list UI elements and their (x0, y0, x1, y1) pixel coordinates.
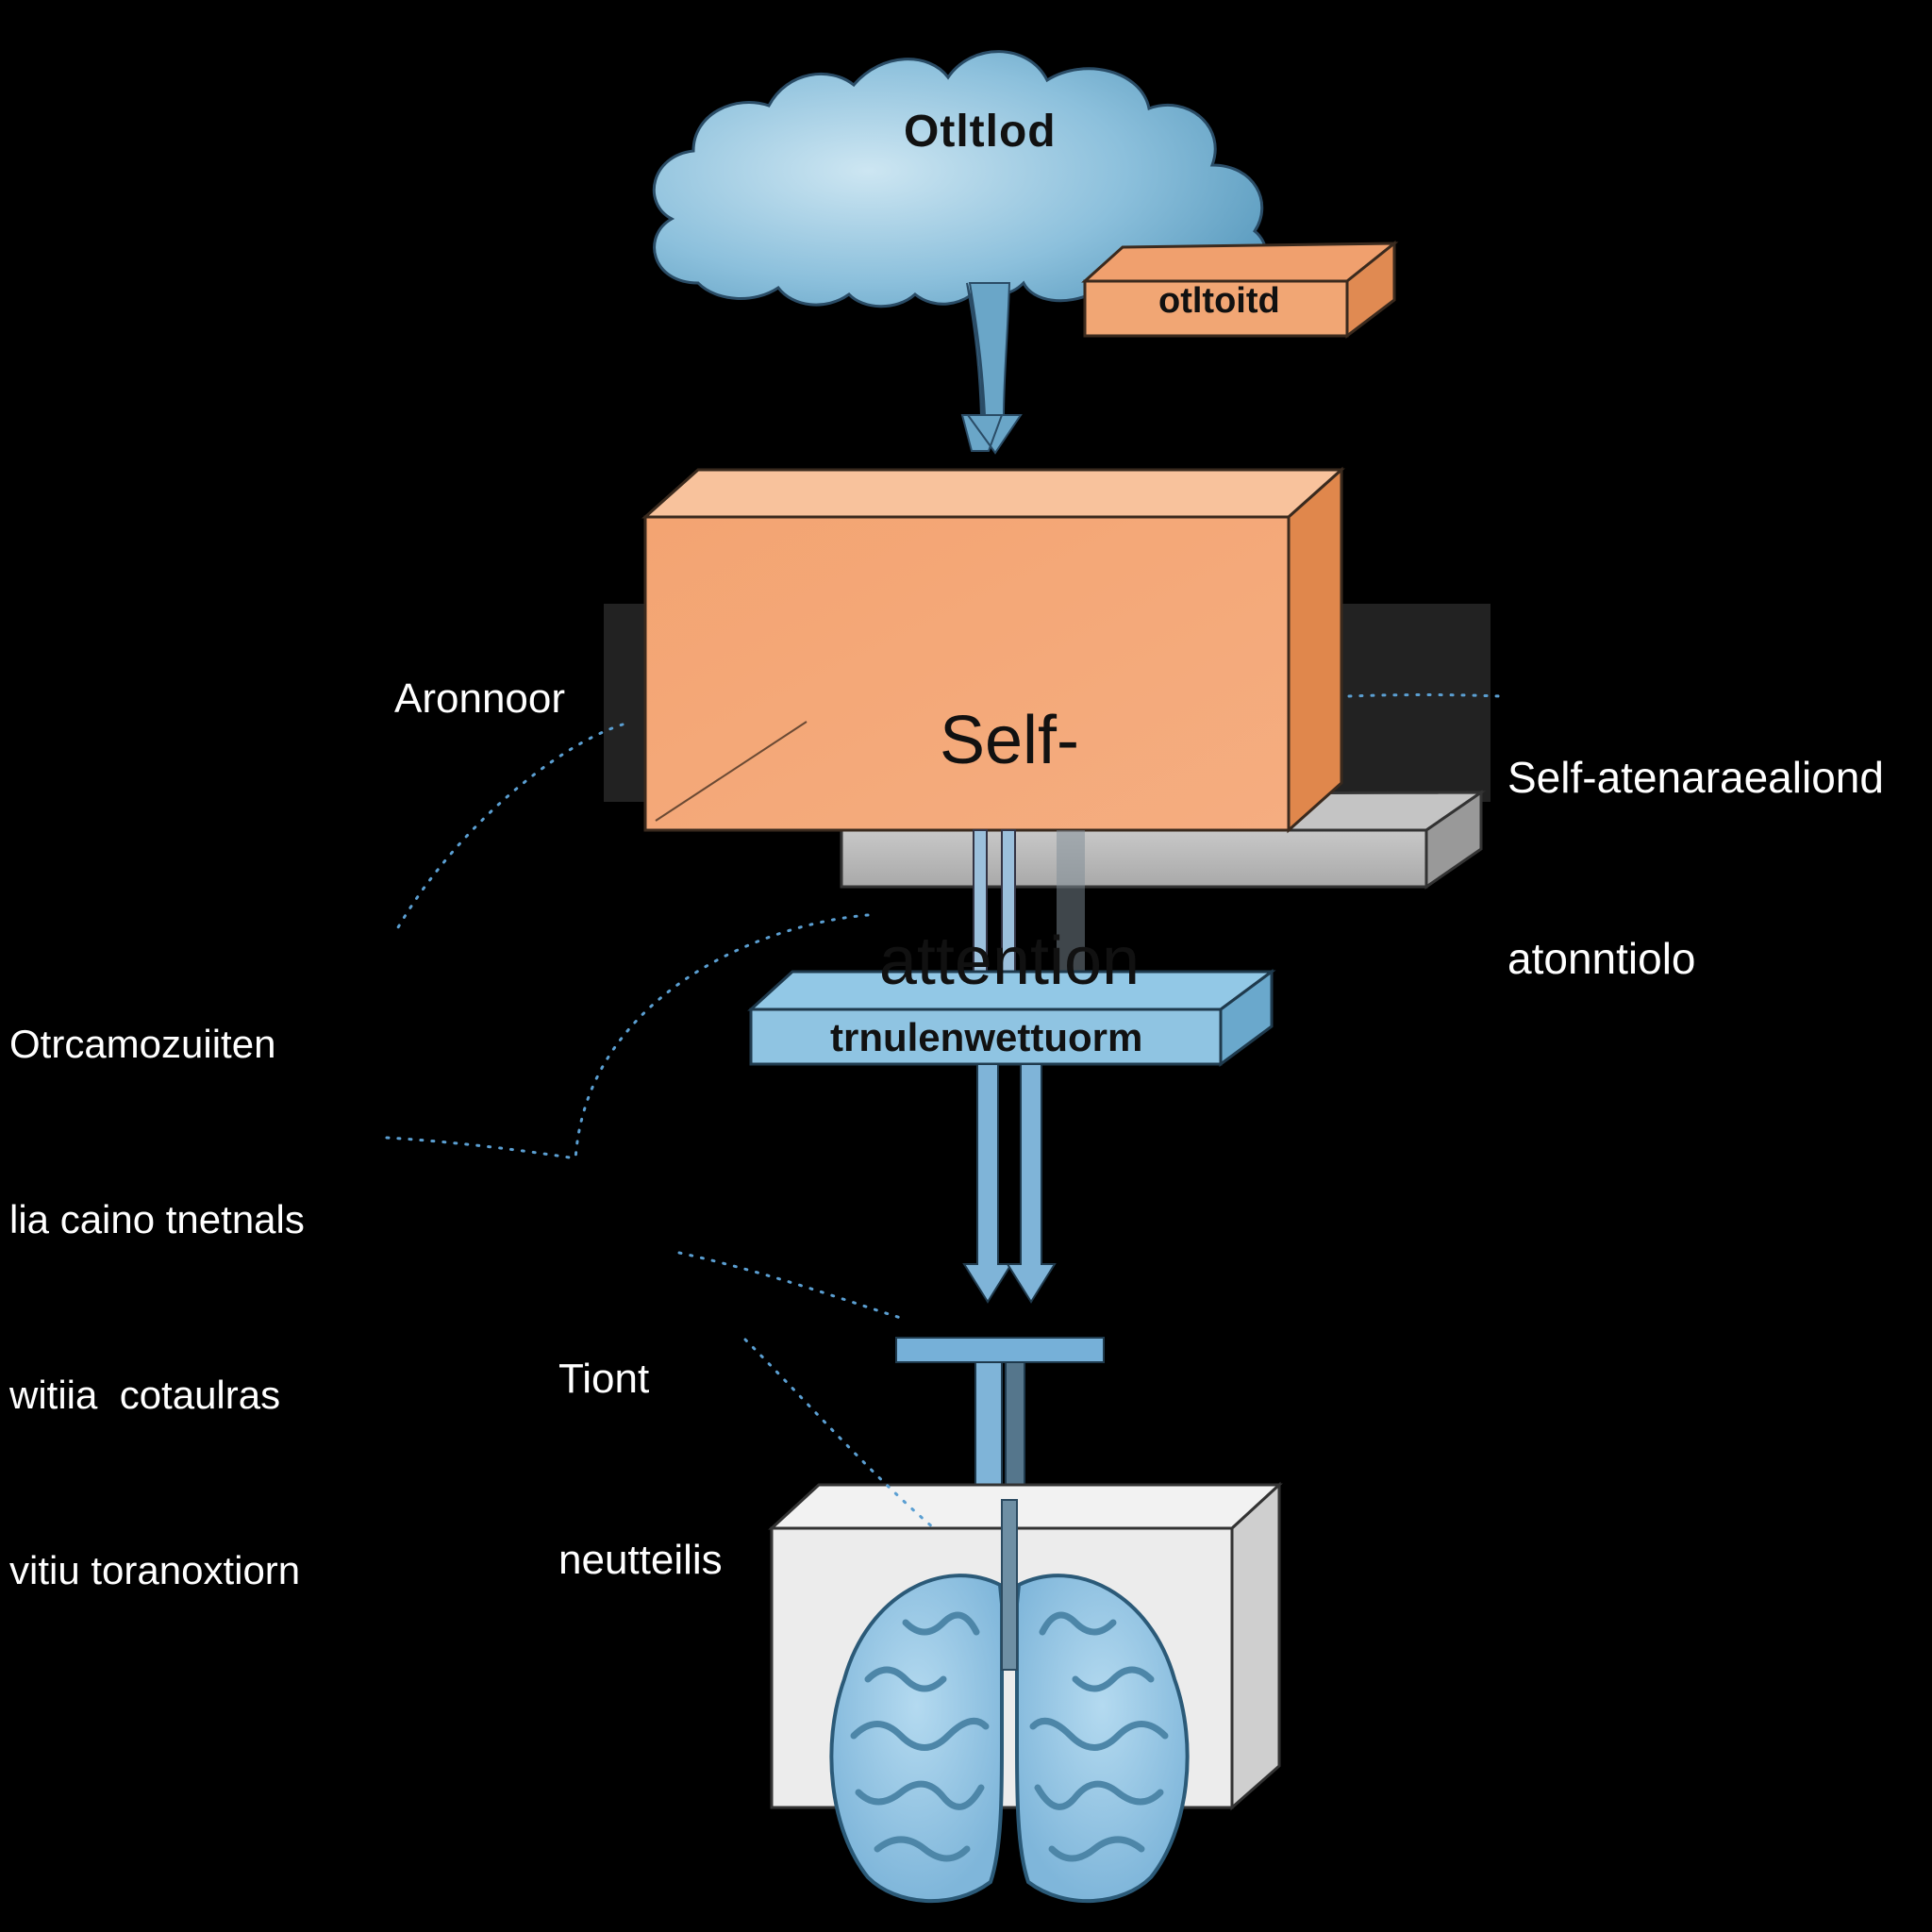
self-attention-label: Self- attention (849, 557, 1170, 1072)
annotation-bottom-left: Tiont neutteilis (558, 1228, 723, 1651)
annotation-left-line2: lia caino tnetnals (9, 1197, 305, 1241)
annotation-left-line4: vitiu toranoxtiorn (9, 1548, 301, 1592)
arrow-down-right (1006, 1063, 1057, 1304)
leader-lines (385, 693, 1502, 1530)
annotation-aronnoor: Aronnoor (394, 675, 566, 722)
small-orange-box (1081, 240, 1399, 340)
t-bar (895, 1337, 1105, 1505)
down-arrows (962, 1063, 1057, 1304)
annotation-left-block: Otrcamozuiiten lia caino tnetnals witiia… (9, 898, 305, 1658)
annotation-right: Self-atenaraealiond atonntiolo (1507, 626, 1884, 1049)
arrow-down-left (962, 1063, 1013, 1304)
leader-aronnoor (392, 723, 625, 936)
self-attention-label-line2: attention (878, 924, 1141, 999)
annotation-bottom-left-line1: Tiont (558, 1356, 650, 1402)
transform-label: trnulenwettuorm (830, 1015, 1143, 1059)
brain-icon (829, 1499, 1190, 1904)
cloud-arrow-stem (960, 282, 1023, 455)
cloud-node (652, 50, 1268, 455)
cloud-label: Otltlod (904, 107, 1057, 157)
annotation-right-line2: atonntiolo (1507, 934, 1696, 983)
cloud-shape (652, 50, 1268, 318)
annotation-right-line1: Self-atenaraealiond (1507, 753, 1884, 802)
small-box-label: otltoitd (1158, 281, 1280, 321)
annotation-bottom-left-line2: neutteilis (558, 1537, 723, 1583)
self-attention-label-line1: Self- (939, 703, 1080, 778)
self-attention-block (641, 466, 1345, 834)
leader-left-block (574, 913, 870, 1162)
leader-left-bottom (385, 1136, 577, 1160)
annotation-left-line3: witiia cotaulras (9, 1373, 281, 1417)
leader-tiont (677, 1251, 906, 1321)
transform-slab (747, 969, 1276, 1067)
vertical-connectors (973, 829, 1085, 982)
annotation-left-line1: Otrcamozuiiten (9, 1022, 276, 1066)
